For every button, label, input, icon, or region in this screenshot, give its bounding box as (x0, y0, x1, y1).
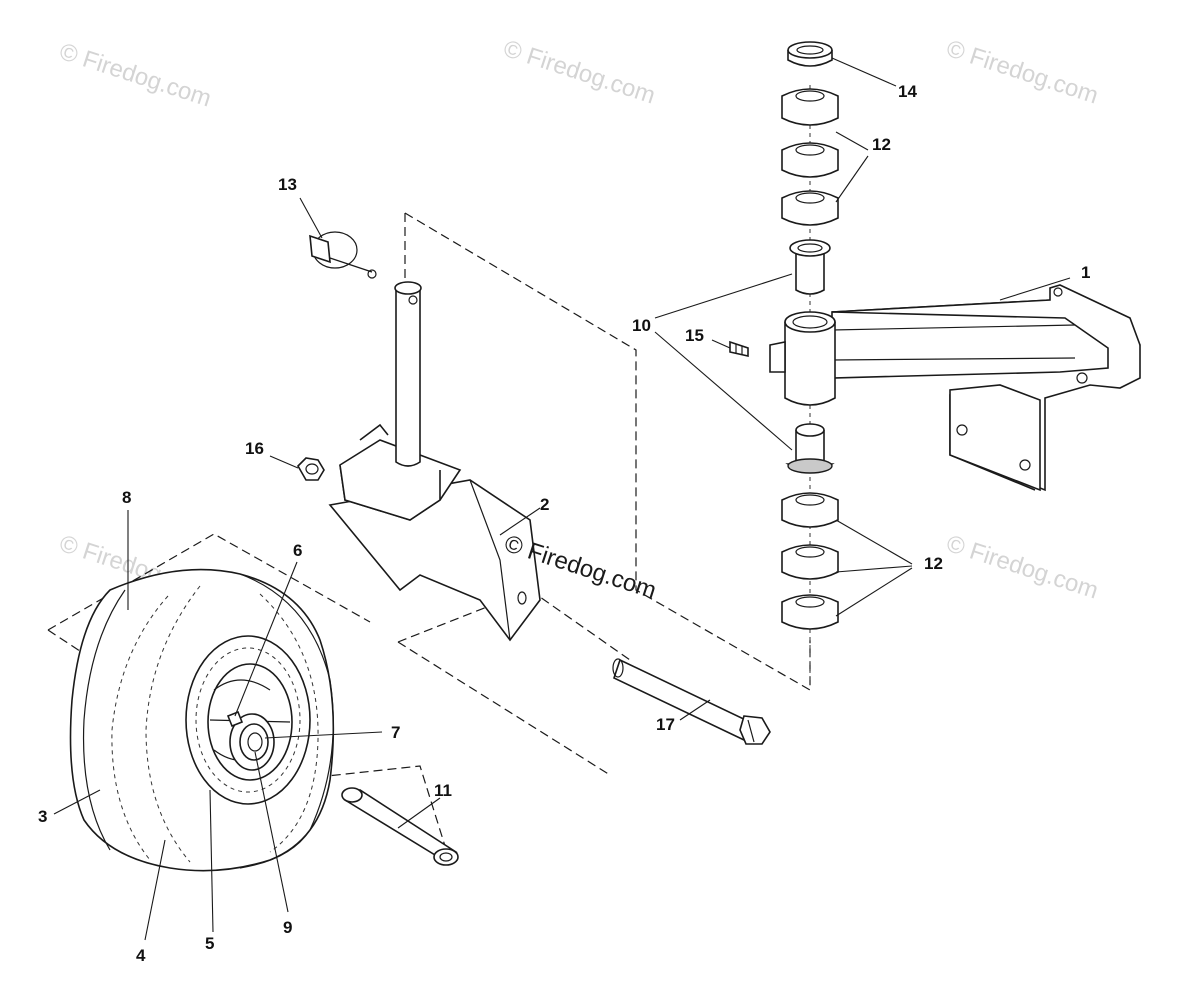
callout-9: 9 (283, 918, 292, 937)
callout-11: 11 (434, 781, 452, 800)
callout-6: 6 (293, 541, 302, 560)
callout-10: 10 (632, 316, 651, 335)
watermark-top-left: © Firedog.com (56, 38, 214, 112)
spacer-rings-bottom (781, 492, 839, 630)
caster-fork (328, 281, 541, 642)
callout-4: 4 (136, 946, 146, 965)
callout-1: 1 (1081, 263, 1090, 282)
watermark-top-center: © Firedog.com (500, 35, 658, 109)
callout-15: 15 (685, 326, 704, 345)
thrust-washer (787, 41, 833, 67)
watermark-top-right: © Firedog.com (943, 35, 1101, 109)
caster-arm-bracket (769, 284, 1141, 492)
callout-5: 5 (205, 934, 214, 953)
leader-lines (53, 57, 1071, 941)
callout-12-bottom: 12 (924, 554, 943, 573)
callout-17: 17 (656, 715, 675, 734)
axle-spacer-tube (341, 787, 459, 866)
grease-fitting (729, 340, 749, 357)
callout-2: 2 (540, 495, 549, 514)
callouts: 1 2 3 4 5 6 7 8 9 10 11 12 12 13 14 15 1… (38, 82, 1090, 965)
spacer-rings-top (781, 88, 839, 226)
callout-14: 14 (898, 82, 917, 101)
axle-bolt (612, 658, 771, 745)
lynch-pin (309, 231, 377, 279)
callout-8: 8 (122, 488, 131, 507)
flange-bushings (785, 239, 835, 474)
watermark-mid-right: © Firedog.com (943, 530, 1101, 604)
callout-7: 7 (391, 723, 400, 742)
callout-12-top: 12 (872, 135, 891, 154)
lock-nut (297, 457, 325, 481)
callout-3: 3 (38, 807, 47, 826)
callout-16: 16 (245, 439, 264, 458)
wheel-assembly (69, 568, 335, 872)
callout-13: 13 (278, 175, 297, 194)
